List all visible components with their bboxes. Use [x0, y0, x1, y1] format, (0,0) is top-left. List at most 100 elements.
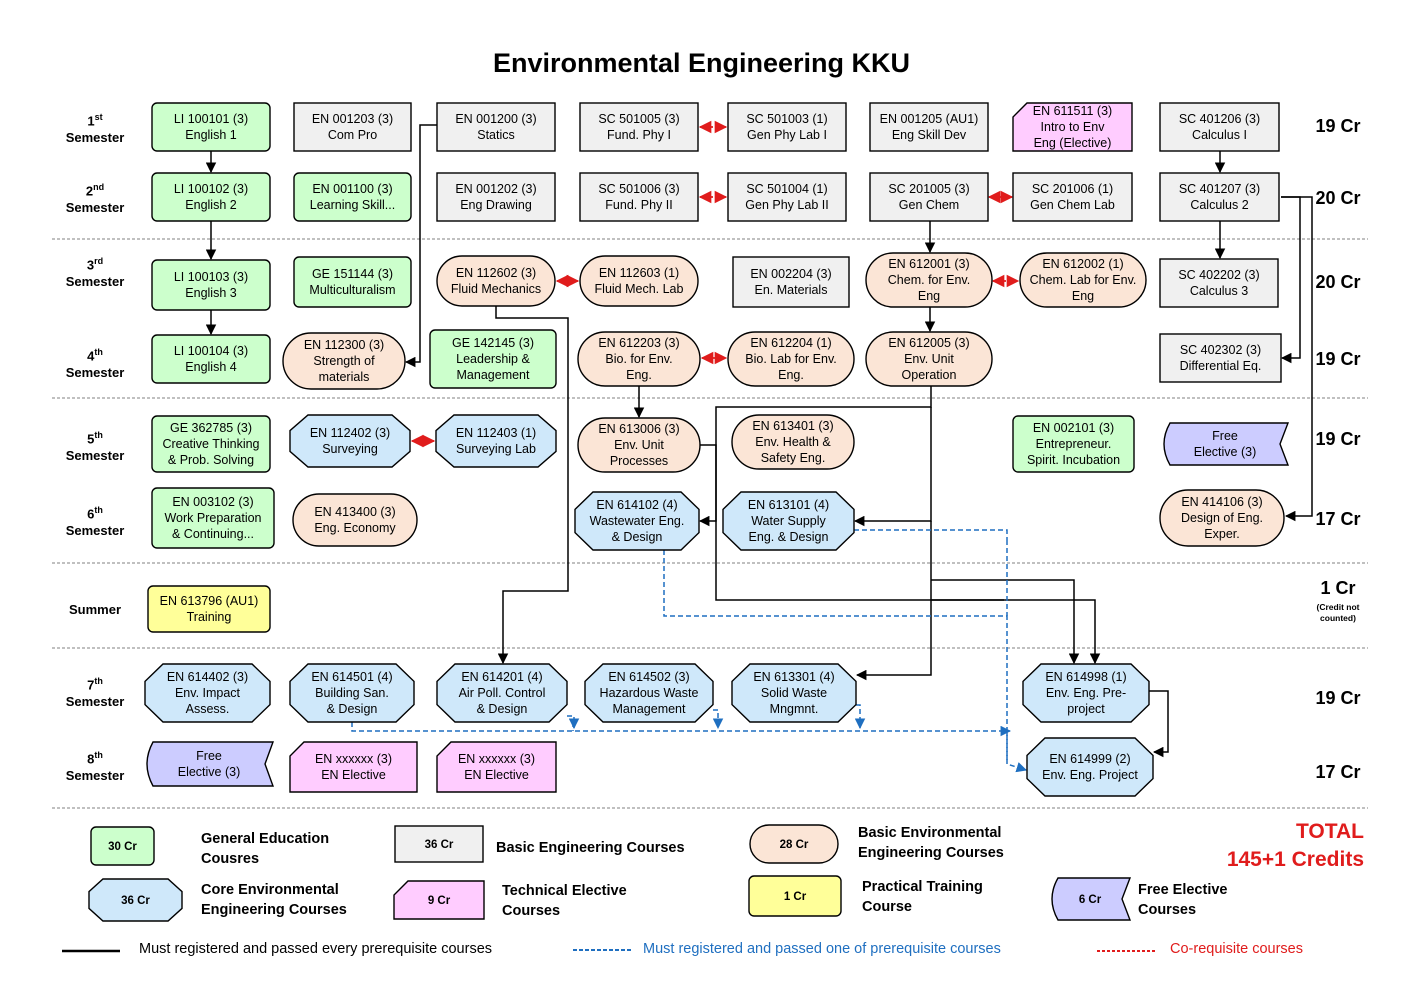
course-text: SC 201005 (3) — [888, 182, 969, 196]
course-text: SC 501003 (1) — [746, 112, 827, 126]
course-enxx2: EN xxxxxx (3)EN Elective — [436, 741, 557, 793]
course-en001200: EN 001200 (3) Statics — [436, 102, 556, 152]
course-text: Fluid Mech. Lab — [595, 282, 684, 296]
credit-summer: 1 Cr — [1320, 578, 1356, 598]
credit-sem2: 20 Cr — [1315, 188, 1361, 208]
course-text: Surveying — [322, 442, 378, 456]
course-text: EN 002101 (3) — [1033, 421, 1114, 435]
course-text: EN 413400 (3) — [314, 505, 395, 519]
course-text: Multiculturalism — [309, 283, 395, 297]
legend-swatch-label: 36 Cr — [121, 895, 150, 907]
prerequisite-arrow — [855, 521, 932, 681]
course-text: EN xxxxxx (3) — [315, 752, 392, 766]
page-title: Environmental Engineering KKU — [492, 48, 911, 78]
course-text: Gen Phy Lab II — [745, 198, 828, 212]
credit-sem3: 20 Cr — [1315, 272, 1361, 292]
course-text: SC 501005 (3) — [598, 112, 679, 126]
course-text: EN 002204 (3) — [750, 267, 831, 281]
course-text: EN 614102 (4) — [596, 498, 677, 512]
course-text: EN 614998 (1) — [1045, 670, 1126, 684]
course-text: GE 362785 (3) — [170, 421, 252, 435]
course-en612204: EN 612204 (1)Bio. Lab for Env.Eng. — [727, 331, 855, 387]
course-text: Chem. Lab for Env. — [1030, 273, 1137, 287]
legend-swatch-label: 6 Cr — [1079, 894, 1102, 906]
course-text: Bio. for Env. — [605, 352, 672, 366]
course-en003102: EN 003102 (3)Work Preparation& Continuin… — [151, 487, 275, 549]
legend-swatch-basic_eng: 36 Cr — [394, 825, 484, 863]
course-text: EN 613101 (4) — [748, 498, 829, 512]
course-text: Calculus I — [1192, 128, 1247, 142]
course-text: Solid Waste — [761, 686, 827, 700]
course-text: Eng Drawing — [460, 198, 532, 212]
course-text: Bio. Lab for Env. — [745, 352, 837, 366]
course-text: Mngmnt. — [770, 702, 819, 716]
course-text: Surveying Lab — [456, 442, 536, 456]
prerequisite-arrow — [931, 579, 1080, 665]
course-text: Gen Chem Lab — [1030, 198, 1115, 212]
course-text: Calculus 2 — [1190, 198, 1248, 212]
credit-sem6: 17 Cr — [1315, 509, 1361, 529]
course-text: project — [1067, 702, 1105, 716]
course-text: EN 613401 (3) — [752, 419, 833, 433]
course-text: EN Elective — [464, 768, 529, 782]
course-text: Exper. — [1204, 527, 1239, 541]
course-text: EN 112403 (1) — [456, 426, 536, 440]
course-text: EN 414106 (3) — [1181, 495, 1262, 509]
course-text: Operation — [902, 368, 957, 382]
course-text: Differential Eq. — [1180, 359, 1262, 373]
course-sc401207: SC 401207 (3)Calculus 2 — [1159, 172, 1280, 222]
credit-sem5: 19 Cr — [1315, 429, 1361, 449]
course-text: Elective (3) — [178, 765, 241, 779]
prerequisite-arrow — [1280, 196, 1301, 364]
course-text: EN 112603 (1) — [599, 266, 679, 280]
semester-dividers — [52, 238, 1368, 809]
course-text: EN 001200 (3) — [455, 112, 536, 126]
course-text: Safety Eng. — [761, 451, 826, 465]
course-text: EN 614999 (2) — [1049, 752, 1130, 766]
course-text: Strength of — [313, 354, 375, 368]
course-text: EN 614201 (4) — [461, 670, 542, 684]
prerequisite-arrow — [1148, 690, 1169, 758]
course-text: & Prob. Solving — [168, 453, 254, 467]
one-of-prerequisite-line — [663, 550, 1028, 773]
course-text: SC 501006 (3) — [598, 182, 679, 196]
course-text: GE 151144 (3) — [312, 267, 393, 281]
course-li100103: LI 100103 (3)English 3 — [151, 259, 271, 311]
course-text: Eng. Economy — [314, 521, 396, 535]
course-text: Hazardous Waste — [600, 686, 699, 700]
course-en614102: EN 614102 (4)Wastewater Eng.& Design — [574, 491, 700, 551]
course-text: EN 613796 (AU1) — [160, 594, 259, 608]
course-text: & Design — [477, 702, 528, 716]
course-text: Statics — [477, 128, 515, 142]
course-text: Eng (Elective) — [1034, 136, 1112, 150]
course-text: LI 100103 (3) — [174, 270, 248, 284]
one-of-prerequisite-line — [351, 722, 1012, 737]
course-text: SC 402302 (3) — [1180, 343, 1261, 357]
credit-sem7: 19 Cr — [1315, 688, 1361, 708]
one-of-prerequisite-line — [854, 704, 866, 730]
course-en612002: EN 612002 (1)Chem. Lab for Env.Eng — [1019, 252, 1147, 308]
legend-swatch-label: 28 Cr — [780, 839, 809, 851]
course-en613401: EN 613401 (3)Env. Health &Safety Eng. — [731, 414, 855, 470]
semester-label-summer: Summer — [68, 602, 122, 617]
course-sc201006: SC 201006 (1)Gen Chem Lab — [1012, 172, 1133, 222]
course-text: EN 613301 (4) — [753, 670, 834, 684]
legend-must-one-text: Must registered and passed one of prereq… — [643, 941, 1001, 957]
course-text: LI 100102 (3) — [174, 182, 248, 196]
course-text: Creative Thinking — [162, 437, 259, 451]
